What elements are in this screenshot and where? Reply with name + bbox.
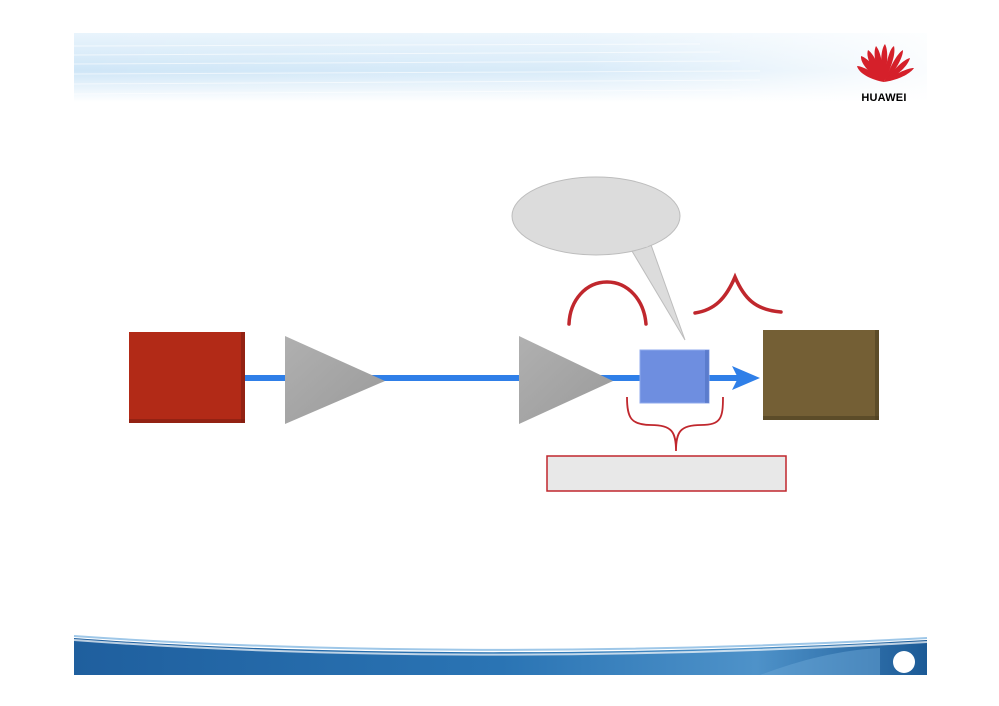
diagram (129, 176, 879, 492)
amplifier-2 (519, 336, 613, 424)
label-box (546, 455, 787, 492)
header-band (73, 33, 927, 102)
huawei-logo: HUAWEI (857, 44, 914, 104)
sink-block (763, 330, 879, 420)
broad-pulse-curve (567, 280, 648, 326)
source-block (129, 332, 245, 423)
footer-band (73, 635, 928, 675)
brand-name: HUAWEI (861, 92, 906, 104)
page-indicator-circle-icon (893, 651, 915, 673)
callout-bubble (511, 176, 686, 341)
amplifier-1 (285, 336, 385, 424)
signal-arrowhead (732, 366, 760, 390)
narrow-pulse-curve (693, 272, 783, 315)
huawei-petal-logo-icon (857, 44, 914, 82)
compensator-bracket (626, 396, 724, 452)
compensator-block (640, 350, 709, 403)
